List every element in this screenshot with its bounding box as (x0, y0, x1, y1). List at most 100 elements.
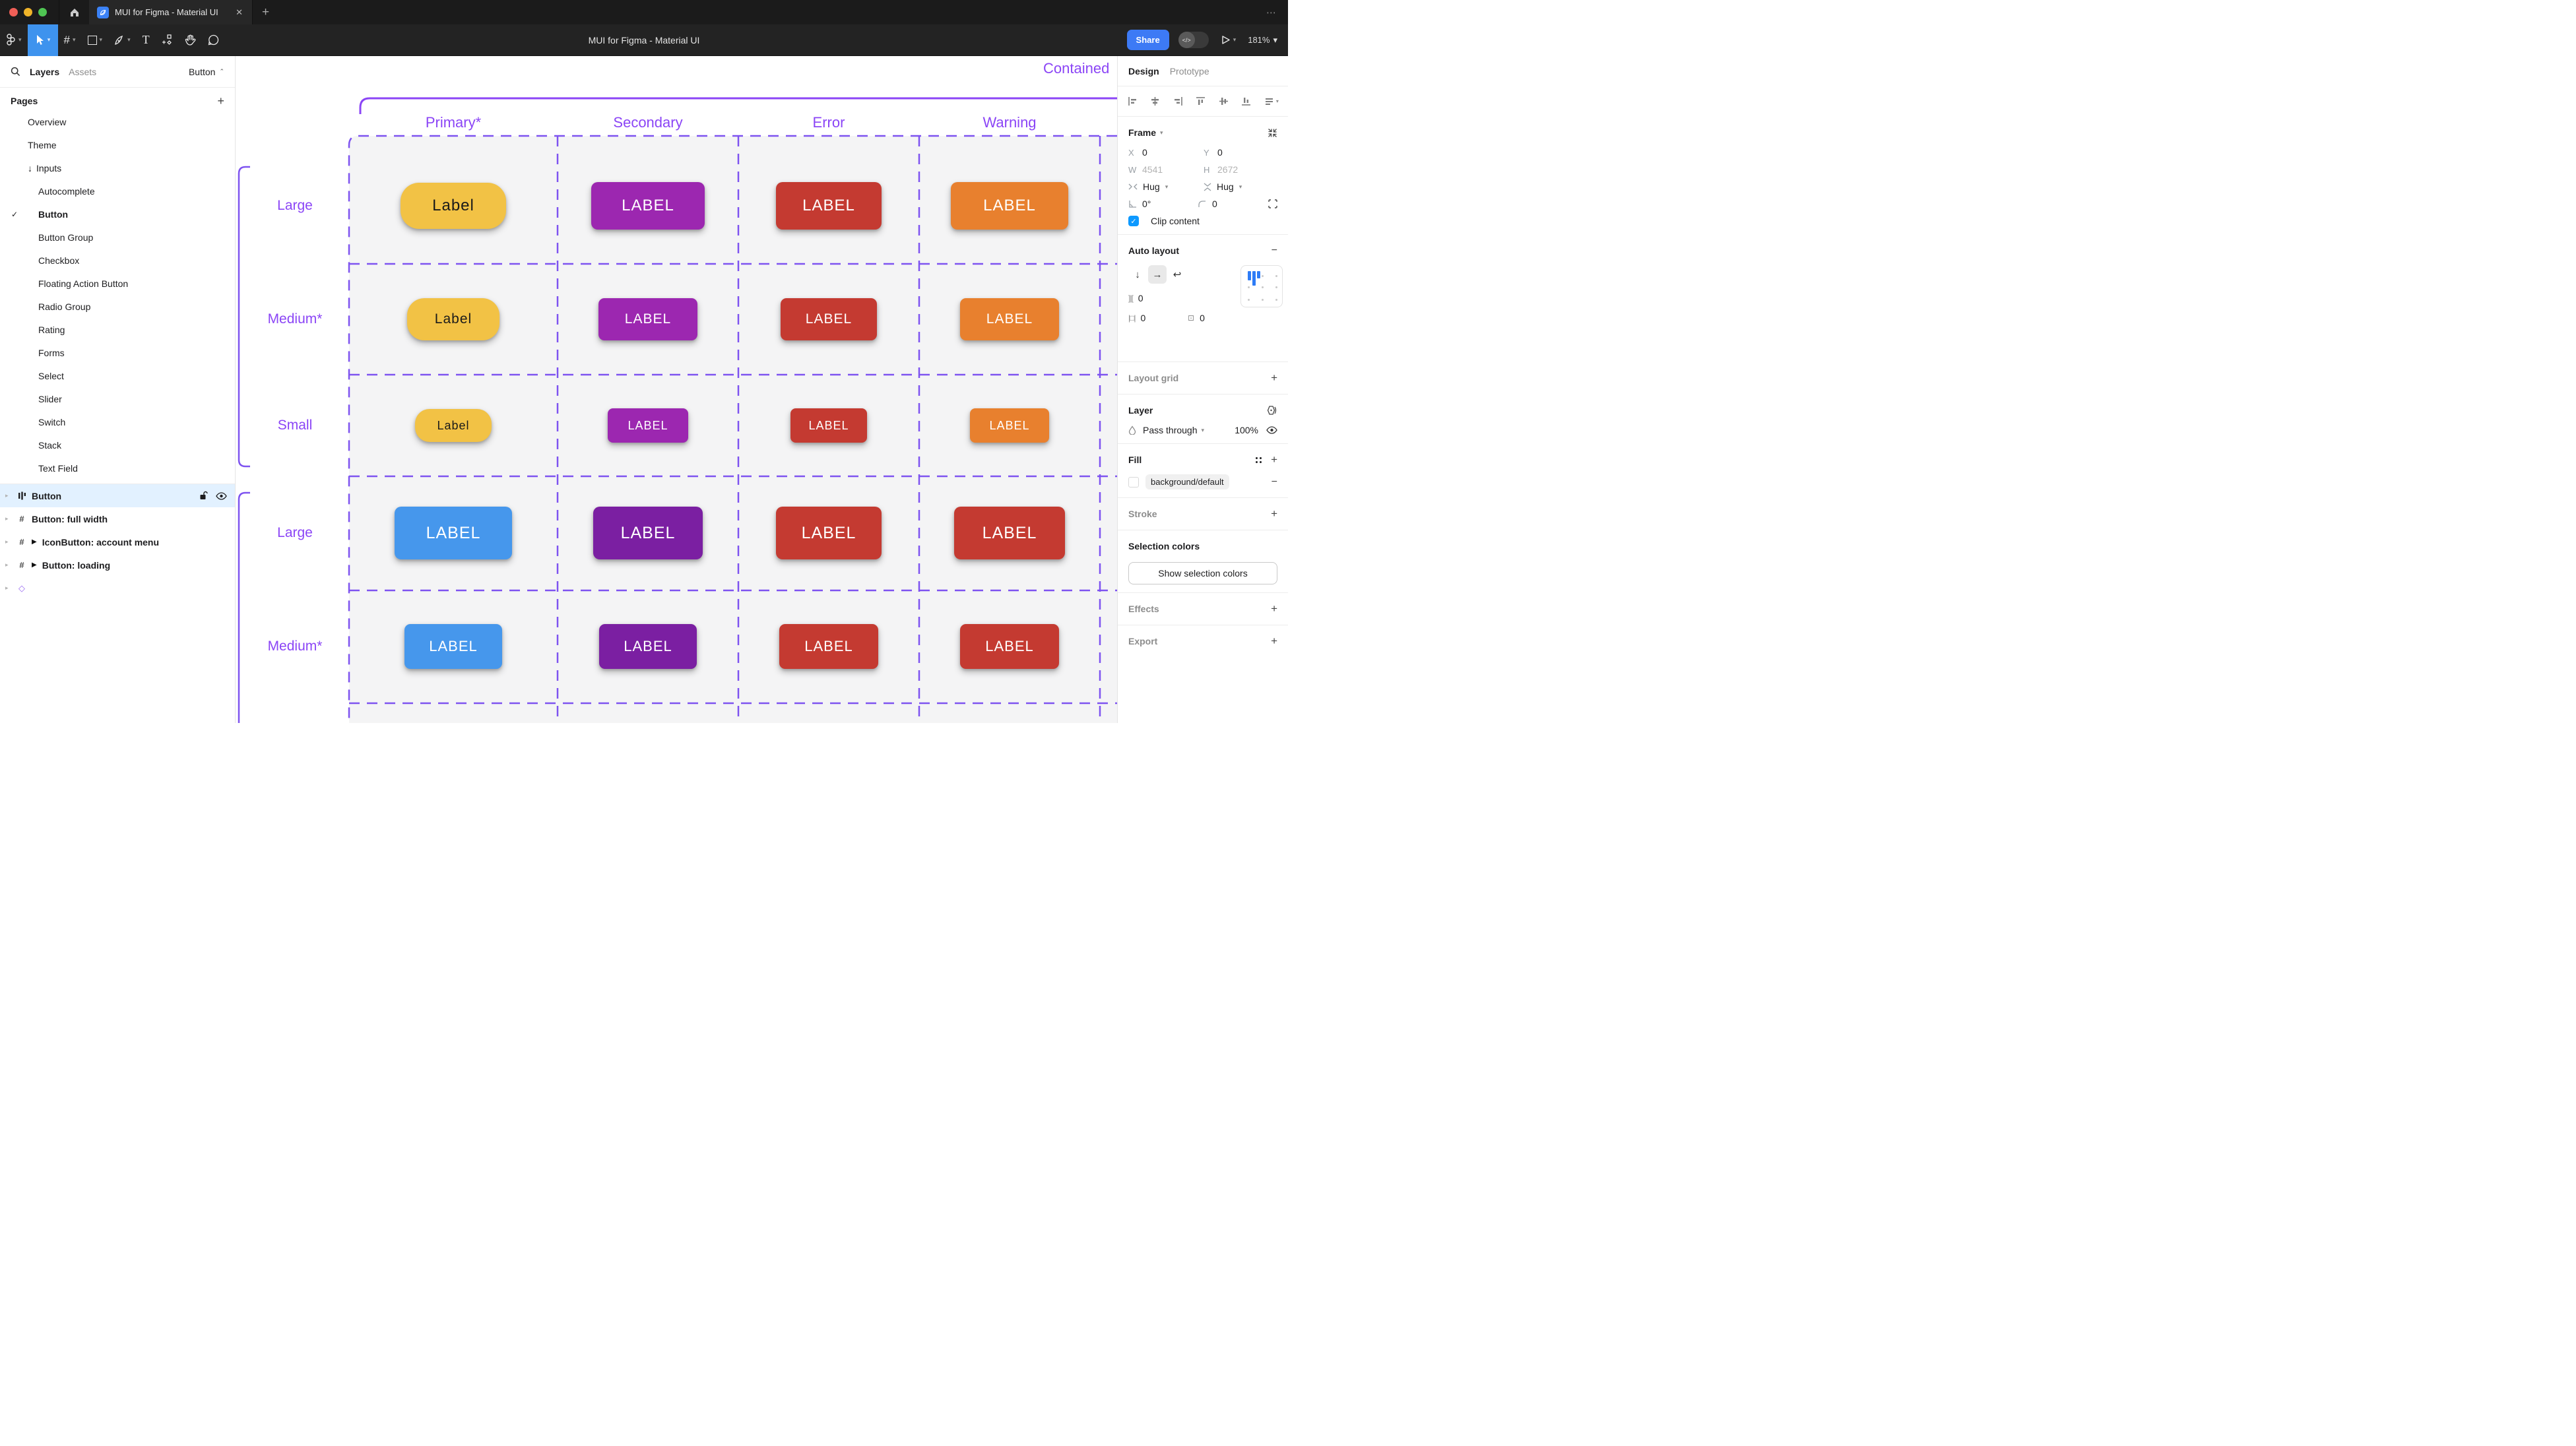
horizontal-padding-field[interactable]: |□| 0 (1128, 313, 1146, 323)
expand-chevron-icon[interactable]: ▸ (5, 561, 9, 568)
page-item-slider[interactable]: Slider (0, 387, 235, 410)
share-button[interactable]: Share (1126, 30, 1169, 50)
canvas-button-row3-col2[interactable]: LABEL (608, 408, 688, 443)
canvas-button-row4-col4[interactable]: LABEL (954, 507, 1065, 559)
styles-icon[interactable] (1254, 456, 1263, 464)
canvas-button-row5-col3[interactable]: LABEL (779, 624, 878, 669)
layer-item-menu[interactable]: ▸◇ (0, 577, 235, 600)
align-top-icon[interactable] (1195, 96, 1206, 107)
layer-item-iconbutton-account-menu[interactable]: ▸#▶IconButton: account menu (0, 530, 235, 553)
canvas-button-row4-col2[interactable]: LABEL (593, 507, 703, 559)
canvas-button-row3-col1[interactable]: Label (415, 409, 492, 442)
comment-tool-button[interactable] (202, 24, 225, 56)
page-item-forms[interactable]: Forms (0, 341, 235, 364)
add-stroke-button[interactable]: + (1271, 507, 1277, 520)
frame-tool-button[interactable]: #▾ (63, 33, 76, 46)
clip-content-checkbox[interactable]: ✓ (1128, 216, 1139, 226)
layer-item-button[interactable]: ▸Button (0, 484, 235, 507)
fill-color-swatch[interactable] (1128, 476, 1139, 487)
tab-design[interactable]: Design (1128, 65, 1159, 77)
add-fill-button[interactable]: + (1271, 453, 1277, 466)
alignment-widget[interactable] (1240, 265, 1283, 307)
layout-vertical-button[interactable]: ↓ (1135, 268, 1140, 280)
canvas-button-row1-col2[interactable]: LABEL (591, 182, 705, 230)
move-tool-button[interactable]: ▾ (27, 24, 58, 56)
canvas-button-row1-col3[interactable]: LABEL (776, 182, 882, 230)
text-tool-button[interactable]: T (137, 24, 156, 56)
page-item-button-group[interactable]: Button Group (0, 226, 235, 249)
fill-style-token[interactable]: background/default (1145, 474, 1229, 489)
canvas-button-row2-col2[interactable]: LABEL (598, 298, 697, 340)
main-menu-button[interactable]: ▾ (0, 24, 28, 56)
collapse-icon[interactable] (1268, 128, 1277, 138)
page-item-select[interactable]: Select (0, 364, 235, 387)
layer-item-button-loading[interactable]: ▸#▶Button: loading (0, 553, 235, 577)
page-item-radio-group[interactable]: Radio Group (0, 295, 235, 318)
hand-tool-button[interactable] (179, 24, 202, 56)
page-item-stack[interactable]: Stack (0, 433, 235, 456)
horizontal-resizing-field[interactable]: Hug▾ (1128, 181, 1197, 192)
new-tab-button[interactable]: + (262, 5, 270, 19)
add-layout-grid-button[interactable]: + (1271, 371, 1277, 384)
add-export-button[interactable]: + (1271, 635, 1277, 647)
align-left-icon[interactable] (1127, 96, 1138, 107)
canvas-button-row3-col4[interactable]: LABEL (970, 408, 1049, 443)
home-tab-button[interactable] (59, 0, 89, 24)
page-item-rating[interactable]: Rating (0, 318, 235, 341)
canvas-button-row4-col1[interactable]: LABEL (395, 507, 512, 559)
expand-chevron-icon[interactable]: ▸ (5, 584, 9, 591)
page-item-checkbox[interactable]: Checkbox (0, 249, 235, 272)
layout-horizontal-button[interactable]: → (1148, 265, 1167, 284)
show-selection-colors-button[interactable]: Show selection colors (1128, 562, 1277, 584)
window-more-menu[interactable]: ⋯ (1266, 7, 1277, 18)
close-tab-icon[interactable]: ✕ (236, 7, 243, 17)
page-item-button[interactable]: ✓Button (0, 203, 235, 226)
frame-title[interactable]: Contained (1043, 60, 1110, 77)
item-spacing-field[interactable]: ]|[ 0 (1128, 293, 1143, 303)
canvas-button-row2-col1[interactable]: Label (407, 298, 499, 340)
layout-wrap-button[interactable]: ↩ (1173, 269, 1182, 280)
page-item-floating-action-button[interactable]: Floating Action Button (0, 272, 235, 295)
canvas-button-row5-col2[interactable]: LABEL (599, 624, 697, 669)
canvas-button-row2-col4[interactable]: LABEL (960, 298, 1059, 340)
zoom-level-control[interactable]: 181% ▾ (1248, 35, 1277, 46)
resources-tool-button[interactable] (156, 24, 179, 56)
tab-prototype[interactable]: Prototype (1169, 65, 1209, 77)
canvas-button-row2-col3[interactable]: LABEL (781, 298, 877, 340)
independent-corners-icon[interactable] (1268, 199, 1277, 208)
minimize-window-button[interactable] (24, 8, 32, 16)
add-page-button[interactable]: + (217, 94, 224, 108)
page-selector[interactable]: Button ⌃ (189, 67, 224, 77)
frame-section-title[interactable]: Frame (1128, 127, 1157, 138)
search-icon[interactable] (11, 67, 20, 77)
vertical-resizing-field[interactable]: Hug▾ (1204, 181, 1272, 192)
present-button[interactable]: ▾ (1218, 24, 1239, 56)
corner-radius-field[interactable]: 0 (1198, 199, 1262, 209)
expand-chevron-icon[interactable]: ▸ (5, 492, 9, 499)
lock-open-icon[interactable] (199, 491, 208, 501)
dev-mode-toggle[interactable]: </> (1178, 32, 1209, 48)
zoom-window-button[interactable] (38, 8, 47, 16)
remove-auto-layout-button[interactable]: − (1271, 245, 1277, 256)
canvas-button-row3-col3[interactable]: LABEL (790, 408, 867, 443)
rotation-field[interactable]: 0° (1128, 199, 1192, 209)
align-v-center-icon[interactable] (1218, 96, 1229, 107)
page-item-text-field[interactable]: Text Field (0, 456, 235, 480)
add-effect-button[interactable]: + (1271, 602, 1277, 615)
expand-chevron-icon[interactable]: ▸ (5, 515, 9, 522)
canvas-button-row4-col3[interactable]: LABEL (776, 507, 882, 559)
page-item-autocomplete[interactable]: Autocomplete (0, 179, 235, 203)
file-tab[interactable]: MUI for Figma - Material UI ✕ (89, 0, 253, 24)
opacity-field[interactable]: 100% (1235, 425, 1258, 435)
blend-mode-icon[interactable] (1267, 406, 1277, 415)
align-right-icon[interactable] (1173, 96, 1184, 107)
vertical-padding-field[interactable]: ⊡ 0 (1188, 313, 1205, 323)
visibility-eye-icon[interactable] (216, 491, 227, 500)
eye-icon[interactable] (1266, 426, 1277, 434)
canvas-button-row1-col4[interactable]: LABEL (951, 182, 1068, 230)
align-h-center-icon[interactable] (1149, 96, 1161, 107)
